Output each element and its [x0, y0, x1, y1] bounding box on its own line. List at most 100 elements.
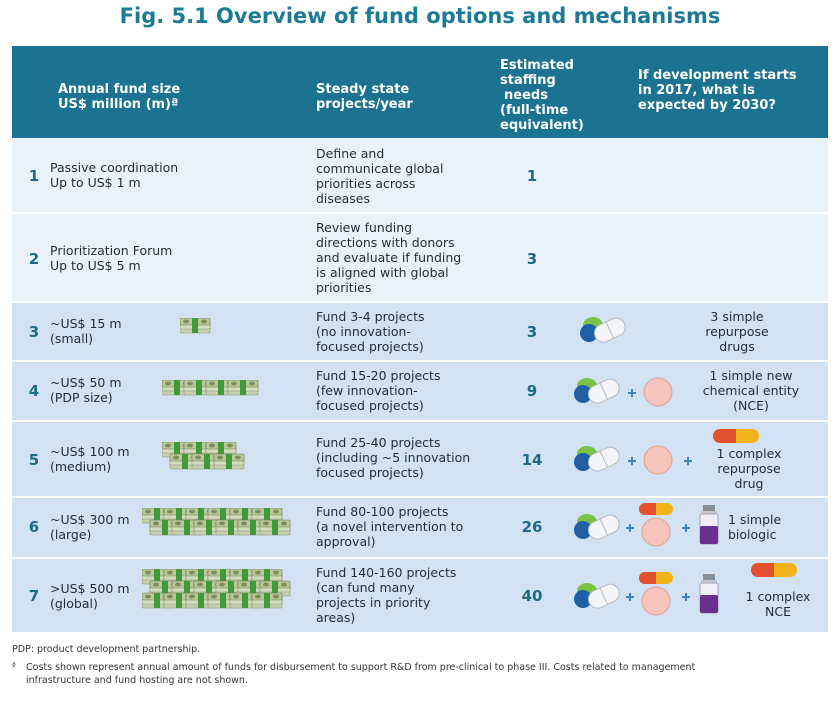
- projects-line: directions with donors: [316, 235, 455, 250]
- fund-amount: ~US$ 50 m: [50, 375, 122, 390]
- staffing-value: 26: [521, 518, 543, 536]
- projects-line: (can fund many: [316, 580, 415, 595]
- expected-line: 3 simple: [710, 309, 764, 324]
- header-staffing: Estimated staffing needs (full-time equi…: [500, 58, 584, 133]
- staffing-value: 1: [526, 167, 538, 185]
- fund-amount: >US$ 500 m: [50, 581, 130, 596]
- fund-amount: ~US$ 15 m: [50, 316, 122, 331]
- fund-name: Prioritization Forum: [50, 243, 173, 258]
- projects-line: focused projects): [316, 339, 424, 354]
- projects-line: (few innovation-: [316, 383, 418, 398]
- fund-size-cell: ~US$ 50 m (PDP size): [50, 375, 122, 405]
- round-tablet-icon: [640, 516, 672, 548]
- pill-capsule-icon: [572, 510, 622, 544]
- expected-line: drug: [734, 476, 764, 491]
- header-staffing-line1: Estimated: [500, 58, 574, 73]
- plus-icon: [626, 593, 634, 601]
- header-fund-size: Annual fund size US$ million (m)ª: [58, 82, 180, 112]
- projects-line: and evaluate if funding: [316, 250, 462, 265]
- projects-line: projects in priority: [316, 595, 431, 610]
- table-row-6: 6 ~US$ 300 m (large): [12, 498, 828, 557]
- plus-icon: [682, 524, 690, 532]
- header-expected-line3: expected by 2030?: [638, 98, 776, 113]
- fund-label: (global): [50, 596, 98, 611]
- expected-line: chemical entity: [702, 383, 800, 398]
- round-tablet-icon: [640, 585, 672, 617]
- footnote-line: Costs shown represent annual amount of f…: [26, 662, 696, 673]
- fund-size-cell: Passive coordination Up to US$ 1 m: [50, 160, 178, 190]
- table-header: Annual fund size US$ million (m)ª Steady…: [12, 46, 828, 138]
- fund-amount: Up to US$ 5 m: [50, 258, 141, 273]
- table-row-1: 1 Passive coordination Up to US$ 1 m Def…: [12, 138, 828, 212]
- header-projects-line2: projects/year: [316, 97, 413, 112]
- round-tablet-icon: [642, 376, 674, 408]
- figure-title: Fig. 5.1 Overview of fund options and me…: [119, 4, 721, 28]
- staffing-value: 3: [526, 323, 538, 341]
- header-expected-line1: If development starts: [638, 68, 797, 83]
- projects-line: Review funding: [316, 220, 413, 235]
- row-number: 6: [28, 518, 40, 536]
- expected-line: (NCE): [733, 398, 769, 413]
- projects-line: areas): [316, 610, 356, 625]
- projects-line: priorities: [316, 280, 372, 295]
- projects-line: approval): [316, 534, 376, 549]
- table-row-7: 7 >US$ 500 m (global): [12, 559, 828, 632]
- projects-cell: Fund 3-4 projects (no innovation- focuse…: [316, 309, 494, 354]
- fund-label: (small): [50, 331, 94, 346]
- header-expected: If development starts in 2017, what is e…: [638, 68, 797, 113]
- pill-capsule-icon: [572, 374, 622, 408]
- expected-line: biologic: [728, 527, 777, 542]
- fund-label: (large): [50, 527, 92, 542]
- row-number: 3: [28, 323, 40, 341]
- expected-line: drugs: [719, 339, 755, 354]
- plus-icon: [628, 389, 636, 397]
- fund-amount: ~US$ 300 m: [50, 512, 130, 527]
- fund-amount: ~US$ 100 m: [50, 444, 130, 459]
- fund-amount: Up to US$ 1 m: [50, 175, 141, 190]
- expected-outcome: 1 simple new chemical entity (NCE): [696, 368, 806, 413]
- footnote-marker: ª: [12, 661, 16, 670]
- row-number: 1: [28, 167, 40, 185]
- staffing-value: 14: [521, 451, 543, 469]
- row-number: 5: [28, 451, 40, 469]
- plus-icon: [684, 457, 692, 465]
- table-row-2: 2 Prioritization Forum Up to US$ 5 m Rev…: [12, 214, 828, 301]
- projects-cell: Define and communicate global priorities…: [316, 146, 494, 206]
- table-row-3: 3 ~US$ 15 m (small) Fund 3-4 projects (n…: [12, 303, 828, 360]
- expected-line: 1 simple new: [709, 368, 793, 383]
- projects-cell: Review funding directions with donors an…: [316, 220, 494, 295]
- vial-icon: [696, 504, 722, 546]
- projects-cell: Fund 80-100 projects (a novel interventi…: [316, 504, 494, 549]
- fund-size-cell: ~US$ 100 m (medium): [50, 444, 130, 474]
- cash-stack-icon: [180, 318, 236, 348]
- cash-stack-icon: [162, 442, 262, 484]
- projects-line: communicate global: [316, 161, 444, 176]
- fund-label: (medium): [50, 459, 112, 474]
- pill-capsule-icon: [578, 313, 628, 347]
- projects-line: (no innovation-: [316, 324, 411, 339]
- projects-line: Fund 25-40 projects: [316, 435, 441, 450]
- orange-capsule-icon: [712, 428, 760, 444]
- plus-icon: [626, 524, 634, 532]
- orange-capsule-icon: [750, 562, 798, 578]
- cash-stack-icon: [142, 569, 308, 623]
- expected-outcome: 1 complex repurpose drug: [694, 446, 804, 491]
- projects-line: Fund 15-20 projects: [316, 368, 441, 383]
- orange-capsule-icon: [638, 502, 674, 516]
- fund-size-cell: ~US$ 300 m (large): [50, 512, 130, 542]
- table-row-4: 4 ~US$ 50 m (PDP size) Fund 15: [12, 362, 828, 420]
- table-row-5: 5 ~US$ 100 m (medium): [12, 422, 828, 496]
- row-number: 7: [28, 587, 40, 605]
- vial-icon: [696, 573, 722, 615]
- fund-name: Passive coordination: [50, 160, 179, 175]
- header-staffing-line5: equivalent): [500, 118, 584, 133]
- header-expected-line2: in 2017, what is: [638, 83, 755, 98]
- projects-line: diseases: [316, 191, 370, 206]
- projects-line: Fund 140-160 projects: [316, 565, 457, 580]
- header-fund-size-line2: US$ million (m)ª: [58, 97, 179, 112]
- projects-line: focused projects): [316, 465, 424, 480]
- fund-size-cell: >US$ 500 m (global): [50, 581, 130, 611]
- expected-line: NCE: [765, 604, 791, 619]
- header-staffing-line4: (full-time: [500, 103, 569, 118]
- expected-outcome: 3 simple repurpose drugs: [682, 309, 792, 354]
